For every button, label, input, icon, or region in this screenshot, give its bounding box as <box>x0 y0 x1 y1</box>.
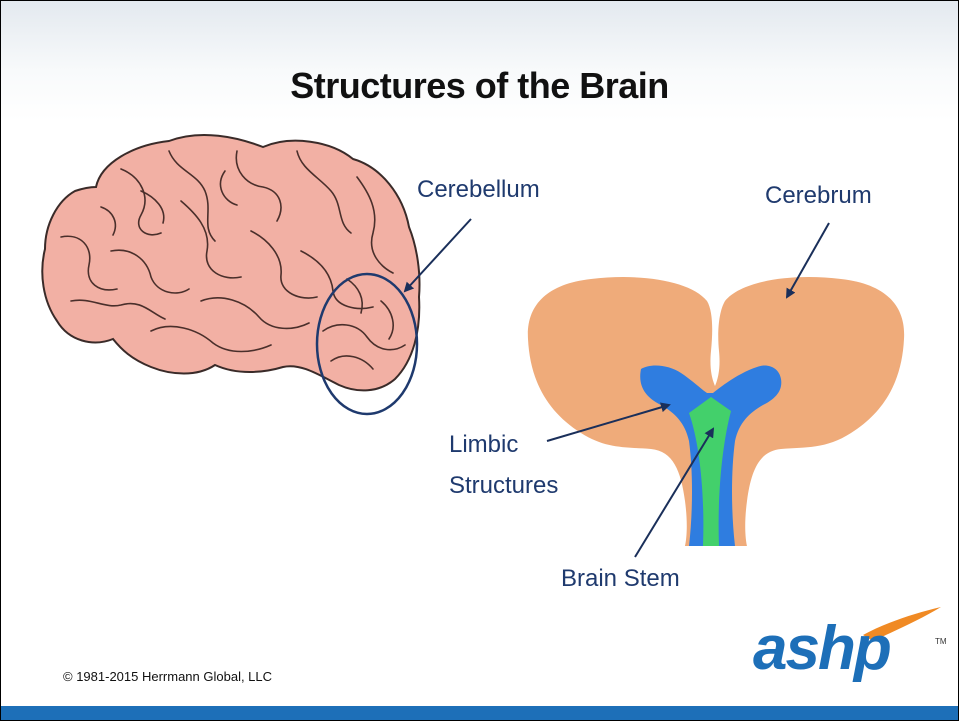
limbic-label-line2: Structures <box>449 469 558 503</box>
logo-trademark: TM <box>935 637 947 646</box>
limbic-label-line1: Limbic <box>449 428 518 462</box>
copyright-notice: © 1981-2015 Herrmann Global, LLC <box>63 669 272 684</box>
cerebrum-diagram <box>528 277 904 546</box>
brain-outline <box>42 135 419 390</box>
cerebellum-label: Cerebellum <box>417 173 540 207</box>
brain-illustration <box>42 135 419 390</box>
brain-stem-label: Brain Stem <box>561 562 680 596</box>
cerebrum-label: Cerebrum <box>765 179 872 213</box>
ashp-logo: ashp <box>753 613 890 684</box>
footer-bar <box>1 706 958 720</box>
